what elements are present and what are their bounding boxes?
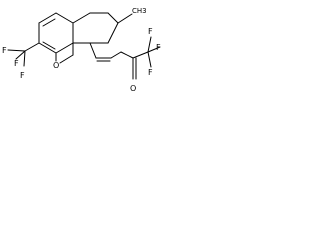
oxygen-ring-label: O [53, 61, 59, 70]
bond-chain-3 [110, 51, 122, 59]
bond-right-cf3-1 [132, 51, 149, 59]
bond-o-right [59, 54, 74, 64]
bond-right-cf3-4 [147, 36, 152, 53]
fluorine-left-label: F [2, 46, 7, 55]
bond-chain-1 [89, 42, 97, 59]
bond-ring-left-1 [38, 12, 57, 24]
bond-ring-left-double-2 [42, 41, 56, 50]
bond-right-cf3-2 [147, 46, 161, 53]
fluorine-bl-label: F [20, 71, 25, 80]
bond-carbonyl [120, 51, 134, 59]
oxygen-ketone-label: O [130, 84, 136, 93]
chemical-structure-diagram: O O F F F F F F CH3 [0, 0, 164, 97]
bond-methyl [117, 13, 133, 24]
bond-ring-right-1 [72, 12, 91, 24]
bond-ring-left-3 [38, 42, 57, 54]
bond-cf3-f3 [7, 49, 26, 52]
fluorine-rb-label: F [148, 68, 153, 77]
bond-ring-left-4 [55, 42, 74, 54]
bond-ring-right-4 [107, 22, 119, 44]
bond-cf3-f1 [15, 50, 26, 60]
fluorine-rt-label: F [148, 27, 153, 36]
bond-ring-left-double-1 [42, 18, 56, 27]
bond-cf3-root [24, 42, 40, 52]
fluorine-r-label: F [156, 43, 161, 52]
methyl-label: CH3 [132, 7, 147, 15]
molecule-drawing: O O F F F F F F CH3 [2, 7, 161, 93]
fluorine-tl-label: F [14, 59, 19, 68]
bond-cf3-f2 [23, 50, 26, 67]
bond-right-cf3-3 [147, 51, 152, 68]
bond-ring-right-3 [107, 12, 119, 24]
bond-ring-left-6 [55, 12, 74, 24]
